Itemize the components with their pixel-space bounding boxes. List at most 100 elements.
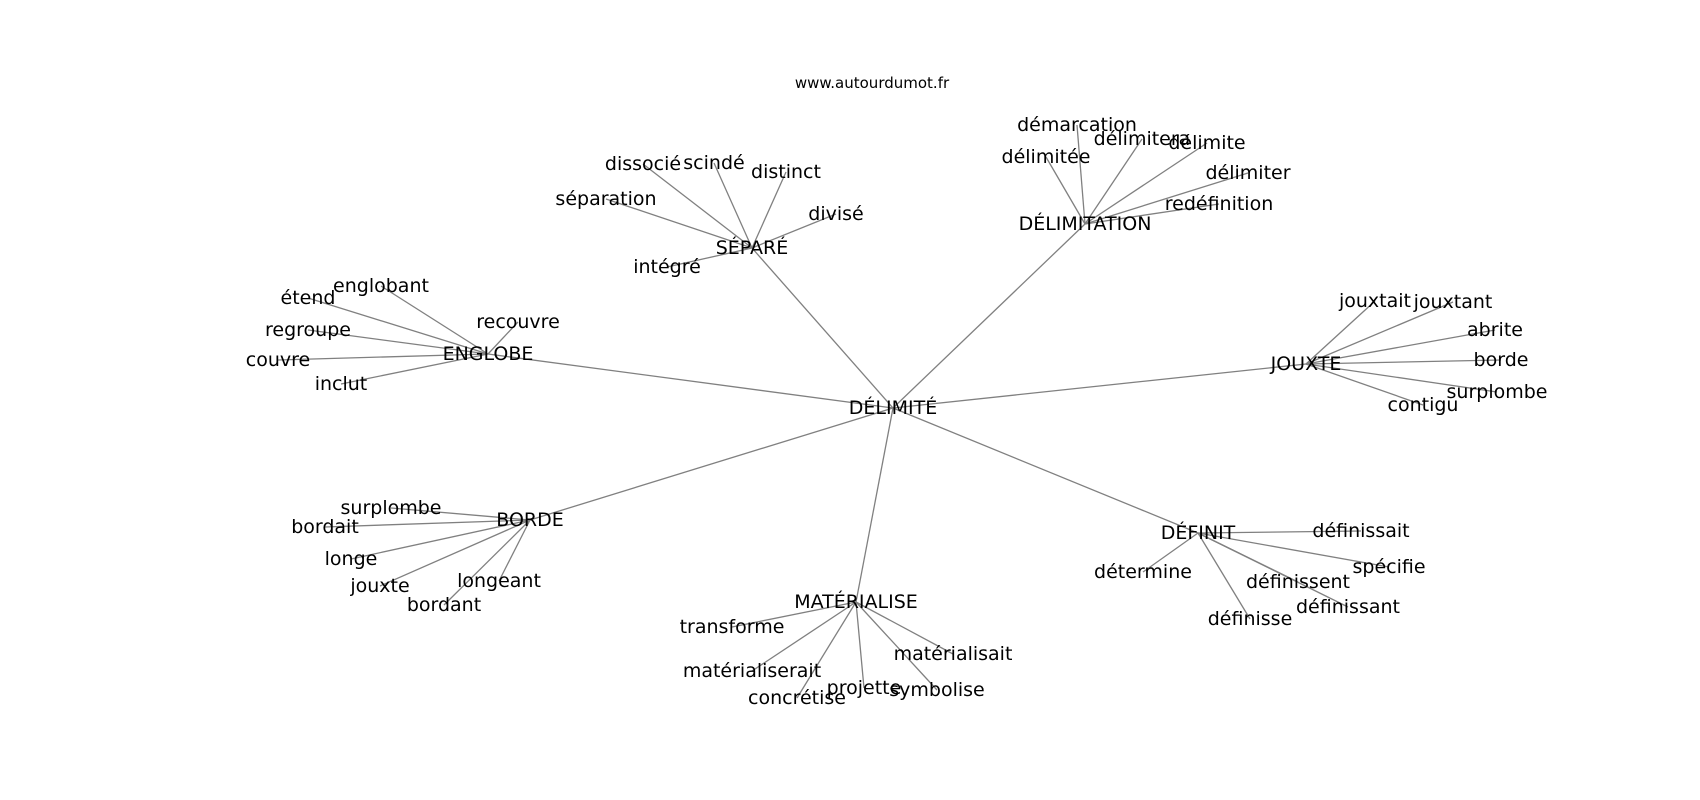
center-edge [892, 223, 1086, 409]
leaf-edge [796, 601, 857, 699]
site-url: www.autourdumot.fr [795, 74, 950, 92]
center-node: DÉLIMITÉ [849, 396, 937, 419]
leaf-node: intégré [633, 256, 701, 278]
cluster-node: DÉLIMITATION [1019, 212, 1152, 235]
leaf-edge [1142, 532, 1199, 573]
leaf-edge [1305, 300, 1376, 365]
leaf-edge [855, 601, 954, 655]
cluster-node: JOUXTE [1270, 353, 1342, 375]
leaf-edge [1084, 203, 1220, 225]
leaf-edge [324, 519, 531, 528]
leaf-node: recouvre [476, 311, 560, 333]
leaf-edge [1305, 363, 1424, 406]
leaf-node: redéfinition [1165, 193, 1274, 215]
leaf-node: bordait [291, 516, 359, 538]
leaf-node: définisse [1208, 608, 1293, 630]
leaf-node: bordant [407, 594, 481, 616]
leaf-node: surplombe [1447, 381, 1548, 403]
cluster-node: SÉPARÉ [716, 236, 789, 259]
leaf-edge [1305, 363, 1498, 393]
leaf-node: concrétise [748, 687, 846, 709]
leaf-edge [1197, 532, 1349, 608]
leaf-node: étend [281, 287, 336, 309]
leaf-node: démarcation [1017, 114, 1137, 136]
leaf-node: divisé [808, 203, 863, 225]
leaf-node: définissent [1246, 571, 1350, 593]
leaf-edge [1197, 530, 1362, 534]
leaf-edge [379, 519, 531, 587]
leaf-node: surplombe [341, 497, 442, 519]
graph-edges [277, 124, 1502, 699]
leaf-edge [751, 213, 837, 249]
leaf-node: englobant [333, 275, 429, 297]
leaf-edge [1305, 301, 1454, 365]
leaf-edge [1305, 359, 1502, 365]
leaf-node: jouxtait [1338, 290, 1411, 312]
leaf-node: couvre [246, 349, 310, 371]
leaf-edge [1197, 532, 1251, 620]
leaf-edge [487, 321, 519, 355]
leaf-node: matérialisait [894, 643, 1013, 665]
leaf-node: délimiter [1205, 162, 1290, 184]
leaf-edge [350, 519, 531, 560]
center-edge [487, 353, 894, 409]
center-edge [892, 407, 1199, 534]
leaf-node: délimitée [1002, 146, 1091, 168]
leaf-edge [751, 171, 787, 249]
leaf-node: borde [1474, 349, 1529, 371]
leaf-node: symbolise [889, 679, 984, 701]
leaf-edge [751, 601, 857, 672]
leaf-edge [731, 601, 857, 628]
leaf-edge [1084, 172, 1249, 225]
leaf-node: jouxtant [1413, 291, 1493, 313]
leaf-edge [1084, 142, 1208, 225]
leaf-node: séparation [555, 188, 656, 210]
leaf-node: jouxte [349, 575, 409, 597]
leaf-edge [605, 198, 753, 249]
cluster-node: BORDE [496, 509, 564, 531]
center-edge [855, 407, 894, 603]
leaf-edge [855, 601, 865, 689]
leaf-edge [713, 162, 753, 249]
leaf-edge [390, 507, 531, 521]
leaf-edge [1045, 156, 1086, 225]
leaf-edge [498, 519, 531, 582]
leaf-edge [340, 353, 489, 385]
cluster-node: ENGLOBE [443, 343, 534, 365]
leaf-node: spécifie [1352, 556, 1425, 578]
leaf-edge [642, 163, 753, 249]
leaf-edge [443, 519, 531, 606]
cluster-node: MATÉRIALISE [794, 590, 918, 613]
leaf-edge [307, 297, 489, 355]
leaf-node: définissait [1312, 520, 1409, 542]
leaf-edge [666, 247, 753, 268]
leaf-node: matérialiserait [683, 660, 821, 682]
center-edge [529, 407, 894, 521]
cluster-node: DÉFINIT [1161, 521, 1236, 544]
leaf-node: inclut [315, 373, 368, 395]
leaf-edge [1305, 329, 1496, 365]
leaf-node: longe [325, 548, 378, 570]
leaf-node: détermine [1094, 561, 1192, 583]
center-edge [751, 247, 894, 409]
leaf-node: projette [827, 677, 902, 699]
leaf-edge [1076, 124, 1086, 225]
leaf-edge [307, 329, 489, 355]
leaf-node: distinct [751, 161, 821, 183]
leaf-node: délimitera [1094, 128, 1191, 150]
leaf-node: transforme [680, 616, 785, 638]
leaf-node: délimite [1168, 132, 1245, 154]
leaf-node: dissocié [605, 153, 681, 175]
center-edge [892, 363, 1307, 409]
leaf-node: définissant [1296, 596, 1400, 618]
leaf-node: scindé [683, 152, 744, 174]
leaf-edge [1084, 138, 1143, 225]
leaf-node: contigu [1388, 394, 1459, 416]
leaf-edge [277, 353, 489, 361]
leaf-node: abrite [1467, 319, 1523, 341]
leaf-node: longeant [457, 570, 541, 592]
leaf-edge [380, 285, 489, 355]
leaf-edge [855, 601, 938, 691]
